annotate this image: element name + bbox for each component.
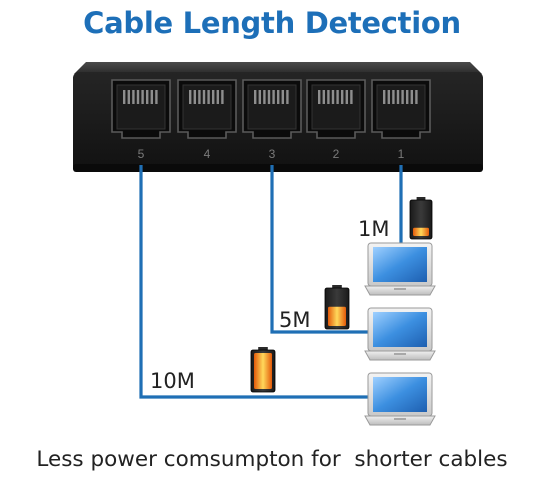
port-number-label: 1 (398, 147, 405, 161)
rj45-port-3: 3 (242, 79, 302, 161)
laptops-group (364, 242, 436, 426)
distance-label-port-1: 1M (358, 217, 389, 241)
cables-group (139, 165, 403, 399)
port-number-label: 4 (204, 147, 211, 161)
cable-port-5 (139, 165, 370, 399)
switch-bottom-edge (73, 164, 483, 172)
battery-icon (250, 347, 276, 393)
batteries-group (250, 197, 433, 393)
switch-top-face (74, 62, 482, 74)
laptop-icon (364, 242, 436, 296)
rj45-port-1: 1 (371, 79, 431, 161)
laptop-icon (364, 307, 436, 361)
port-number-label: 5 (138, 147, 145, 161)
distance-labels-group: 1M 5M 10M (150, 217, 389, 393)
battery-icon (409, 197, 433, 240)
rj45-port-5: 5 (111, 79, 171, 161)
cable-port-3 (270, 165, 370, 334)
rj45-port-2: 2 (306, 79, 366, 161)
diagram-title: Cable Length Detection (83, 6, 461, 40)
rj45-port-4: 4 (177, 79, 237, 161)
distance-label-port-5: 10M (150, 369, 195, 393)
battery-icon (324, 285, 350, 330)
port-number-label: 3 (269, 147, 276, 161)
distance-label-port-3: 5M (279, 308, 310, 332)
diagram-caption: Less power comsumpton for shorter cables (36, 447, 508, 472)
laptop-icon (364, 372, 436, 426)
ports-group: 5 4 3 2 1 (111, 79, 431, 161)
port-number-label: 2 (333, 147, 340, 161)
